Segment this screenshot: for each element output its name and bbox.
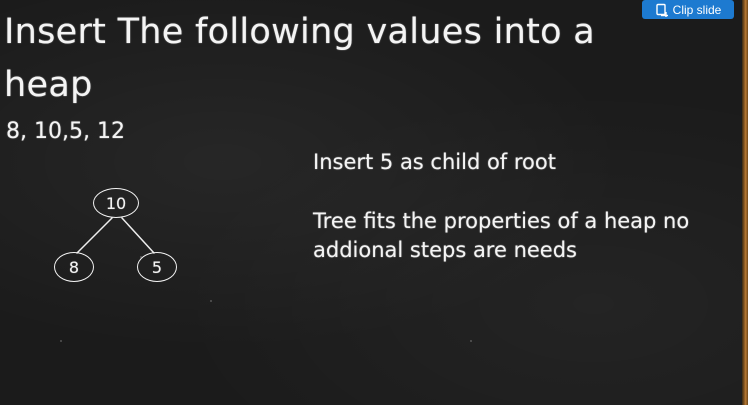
note-text: Tree fits the properties of a heap no ad… — [313, 209, 690, 262]
tree-node-root: 10 — [93, 188, 139, 218]
slide-title: Insert The following values into a heap — [4, 12, 595, 105]
edge-root-left — [76, 217, 113, 254]
clip-slide-label: Clip slide — [672, 2, 722, 17]
tree-node-left: 8 — [54, 252, 94, 282]
step-text: Insert 5 as child of root — [313, 150, 556, 174]
heap-tree-diagram: 10 8 5 — [50, 182, 200, 292]
tree-edges — [76, 217, 155, 254]
chalk-speck — [470, 340, 472, 342]
chalk-speck — [140, 256, 142, 258]
chalk-speck — [60, 340, 62, 342]
chalk-speck — [210, 300, 212, 302]
tree-node-right: 5 — [137, 252, 177, 282]
edge-root-right — [121, 217, 155, 254]
clip-slide-button[interactable]: Clip slide — [642, 0, 734, 19]
clip-icon — [655, 3, 668, 17]
board-frame-edge — [742, 0, 748, 405]
values-list: 8, 10,5, 12 — [6, 119, 125, 144]
